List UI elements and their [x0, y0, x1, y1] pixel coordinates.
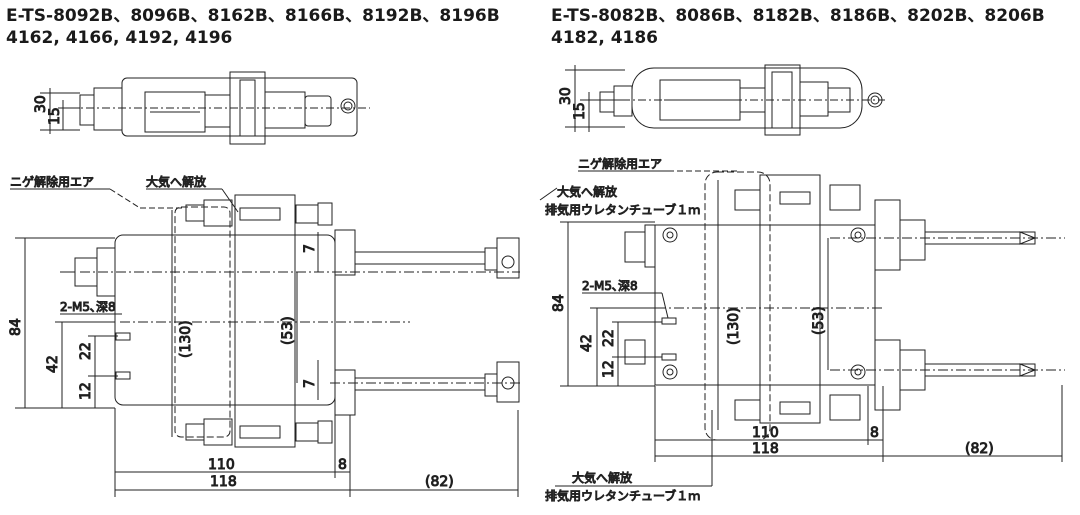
right-dim-130: (130) — [726, 307, 742, 345]
left-dim-12: 12 — [78, 382, 94, 400]
left-dim-22: 22 — [78, 342, 94, 360]
right-dim-118: 118 — [752, 441, 779, 457]
right-label-nige: ニゲ解除用エア — [578, 156, 662, 171]
left-title-models: E-TS-8092B、8096B、8162B、8166B、8192B、8196B — [6, 6, 500, 26]
right-dim-12: 12 — [601, 360, 617, 378]
right-front-view: ニゲ解除用エア 大気へ解放 排気用ウレタンチューブ１ｍ — [539, 156, 1065, 504]
right-dim-30: 30 — [558, 87, 574, 105]
right-dim-42: 42 — [579, 334, 595, 352]
left-top-view: 30 15 — [33, 71, 370, 145]
right-dim-53: (53) — [811, 306, 827, 335]
right-dim-82: (82) — [965, 441, 994, 457]
left-dim-7b: 7 — [302, 379, 318, 388]
right-title-models-2: 4182, 4186 — [551, 28, 659, 48]
right-dim-15: 15 — [572, 102, 588, 120]
left-dim-30: 30 — [33, 95, 49, 113]
left-title-models-2: 4162, 4166, 4192, 4196 — [6, 28, 233, 48]
right-top-view: 30 15 — [558, 64, 885, 136]
right-label-air-release-bottom: 大気へ解放 — [572, 470, 632, 485]
left-label-tap: 2-M5､深8 — [60, 300, 116, 314]
left-dim-42: 42 — [45, 355, 61, 373]
left-front-view: ニゲ解除用エア 大気へ解放 — [8, 174, 520, 497]
right-dim-22: 22 — [601, 329, 617, 347]
left-dim-82: (82) — [425, 474, 454, 490]
left-dim-8: 8 — [338, 457, 347, 473]
left-label-nige: ニゲ解除用エア — [10, 174, 94, 189]
right-label-tap: 2-M5､深8 — [582, 279, 638, 293]
left-dim-53: (53) — [280, 316, 296, 345]
left-dim-15: 15 — [47, 107, 63, 125]
left-dim-130: (130) — [178, 320, 194, 358]
left-dim-84: 84 — [8, 318, 24, 336]
right-dim-110: 110 — [752, 425, 779, 441]
right-title-models: E-TS-8082B、8086B、8182B、8186B、8202B、8206B — [551, 6, 1045, 26]
left-dim-110: 110 — [208, 457, 235, 473]
right-label-urethane-top: 排気用ウレタンチューブ１ｍ — [545, 202, 700, 217]
right-dim-8: 8 — [870, 425, 879, 441]
left-dim-118: 118 — [210, 474, 237, 490]
right-label-air-release-top: 大気へ解放 — [557, 184, 617, 199]
right-label-urethane-bottom: 排気用ウレタンチューブ１ｍ — [545, 488, 700, 503]
right-dim-84: 84 — [551, 294, 567, 312]
left-dim-7a: 7 — [302, 244, 318, 253]
left-label-air-release: 大気へ解放 — [146, 174, 206, 189]
